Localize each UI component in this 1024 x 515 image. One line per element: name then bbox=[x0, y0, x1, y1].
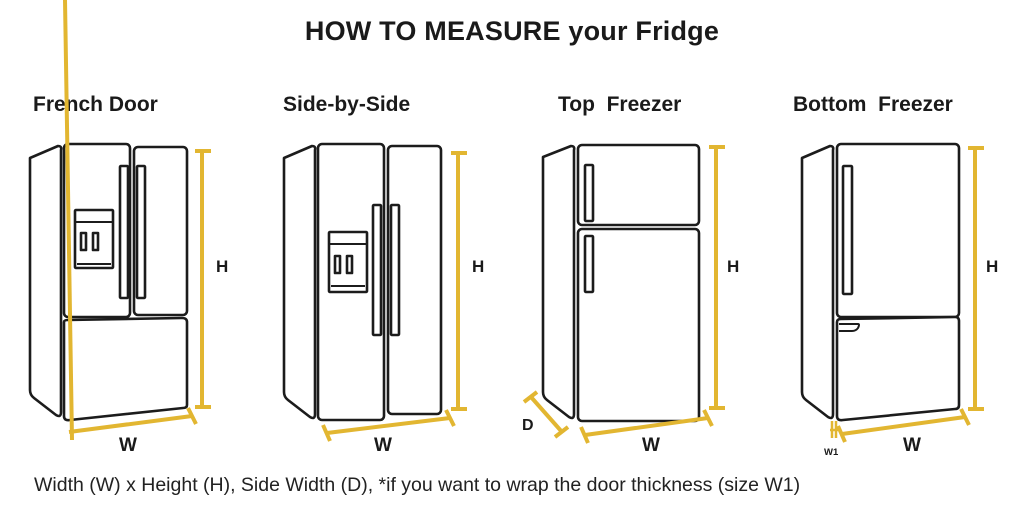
french-door-h-label: H bbox=[216, 257, 228, 276]
top-freezer-dimension-lines bbox=[522, 145, 725, 444]
top-freezer-w-label: W bbox=[642, 435, 660, 456]
label-top-freezer: Top Freezer bbox=[558, 93, 682, 116]
label-side-by-side: Side-by-Side bbox=[283, 93, 411, 116]
bottom-freezer-w-label: W bbox=[903, 435, 921, 456]
french-door-w-label: W bbox=[119, 435, 137, 456]
label-bottom-freezer: Bottom Freezer bbox=[793, 93, 953, 116]
french-door-fridge-icon bbox=[28, 142, 189, 422]
bottom-freezer-h-label: H bbox=[986, 257, 998, 276]
top-freezer-fridge-icon bbox=[541, 143, 701, 423]
french-door-dimension-lines bbox=[63, 0, 211, 441]
side-by-side-w-label: W bbox=[374, 435, 392, 456]
page-title: HOW TO MEASURE your Fridge bbox=[304, 16, 720, 46]
side-by-side-fridge-icon bbox=[282, 142, 443, 422]
bottom-freezer-fridge-icon bbox=[800, 142, 961, 422]
top-freezer-d-label: D bbox=[522, 417, 534, 434]
top-freezer-h-label: H bbox=[727, 257, 739, 276]
side-by-side-dimension-lines bbox=[321, 151, 467, 442]
side-by-side-h-label: H bbox=[472, 257, 484, 276]
bottom-freezer-dimension-lines bbox=[830, 146, 984, 443]
bottom-freezer-w1-label: W1 bbox=[824, 447, 839, 458]
label-french-door: French Door bbox=[33, 93, 158, 116]
measurement-caption: Width (W) x Height (H), Side Width (D), … bbox=[34, 474, 801, 496]
